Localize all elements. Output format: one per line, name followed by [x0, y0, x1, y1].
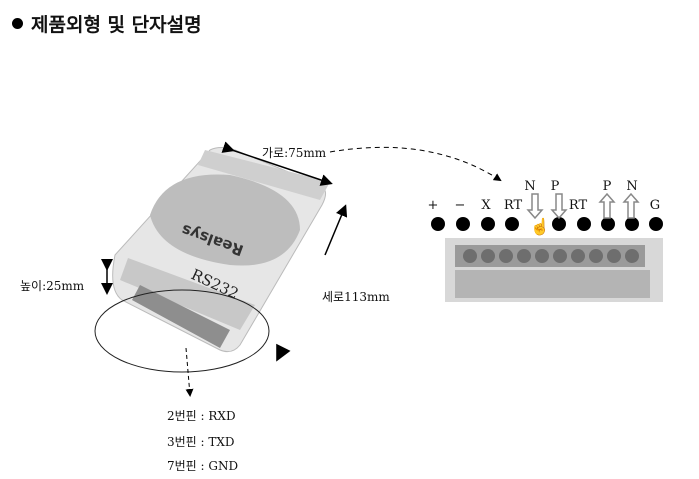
arrow-label: N: [626, 179, 638, 194]
terminal-label: −: [454, 198, 466, 213]
terminal-block-photo: [445, 238, 663, 302]
signal-arrows: [526, 192, 640, 220]
height-label: 높이:25mm: [20, 279, 85, 293]
pin-gnd: 7번핀 : GND: [167, 459, 239, 473]
terminal-label: RT: [568, 198, 588, 213]
bullet-icon: [12, 18, 23, 29]
terminal-dots: ☝: [431, 217, 663, 236]
depth-label: 세로113mm: [322, 290, 390, 304]
arrow-label: P: [602, 179, 612, 194]
arrow-label: P: [550, 179, 560, 194]
section-title: 제품외형 및 단자설명: [12, 10, 202, 37]
arrow-label: N: [524, 179, 536, 194]
connector-highlight: [94, 289, 270, 373]
pin-rxd: 2번핀 : RXD: [167, 409, 236, 423]
terminal-label: RT: [503, 198, 523, 213]
terminal-label: +: [427, 198, 439, 213]
width-label: 가로:75mm: [262, 146, 327, 160]
svg-text:☝: ☝: [530, 217, 550, 236]
terminal-label: G: [649, 198, 661, 213]
pin-txd: 3번핀 : TXD: [167, 435, 235, 449]
device-illustration: RS232 Realsys: [112, 147, 330, 353]
title-text: 제품외형 및 단자설명: [31, 14, 202, 36]
terminal-label: X: [481, 198, 491, 213]
